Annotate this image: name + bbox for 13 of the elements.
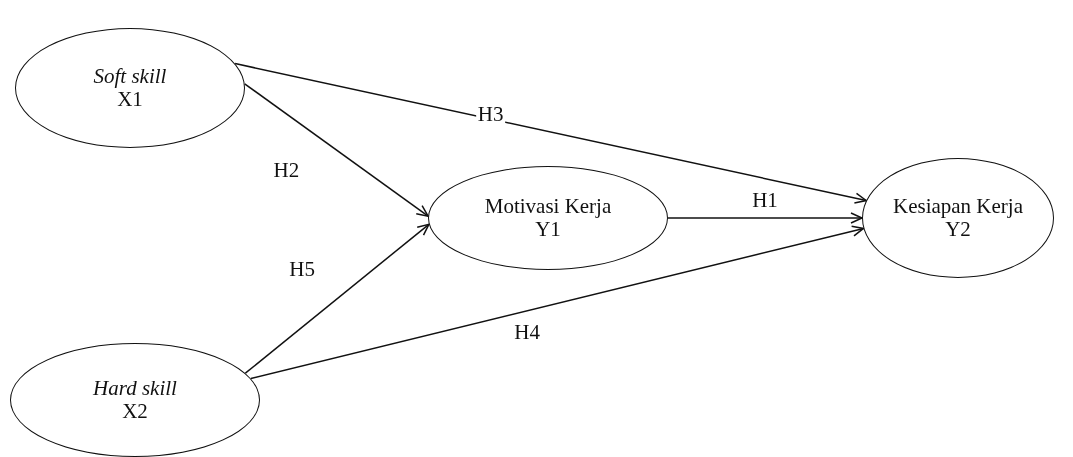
node-label: Hard skill <box>93 376 177 400</box>
node-label: Motivasi Kerja <box>484 194 612 218</box>
node-label: Kesiapan Kerja <box>893 194 1023 218</box>
node-label: Soft skill <box>93 64 167 88</box>
arrow <box>250 225 865 380</box>
node-label: X2 <box>122 400 148 424</box>
arrow <box>667 212 863 224</box>
arrow <box>244 223 430 374</box>
arrow <box>243 83 429 217</box>
arrow <box>234 62 867 204</box>
node-label: X1 <box>117 88 143 112</box>
node-label: Y2 <box>945 218 971 242</box>
node-label: Y1 <box>535 218 561 242</box>
